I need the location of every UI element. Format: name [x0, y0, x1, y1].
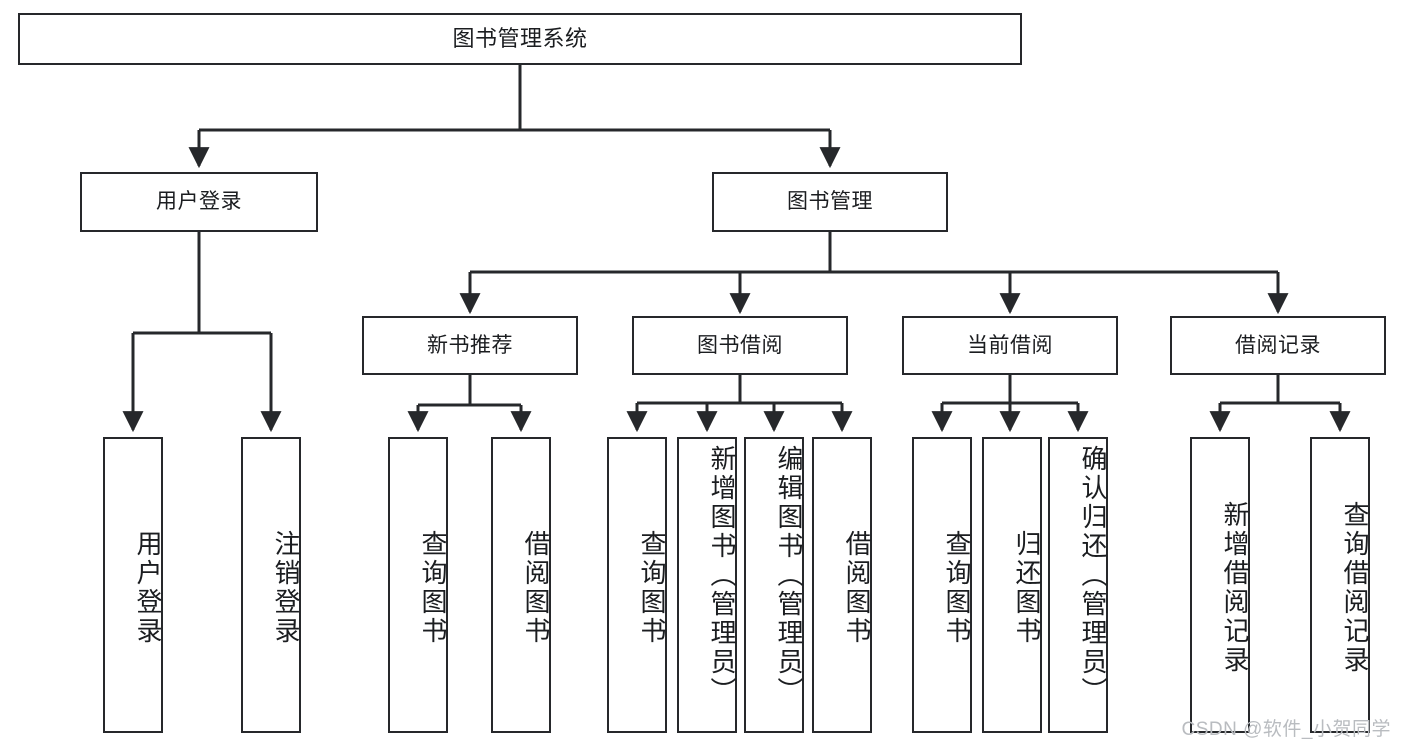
leaf-query-borrow-record[interactable]: 查询借阅记录 [1310, 437, 1370, 733]
node-label: 确认归还（管理员） [1078, 445, 1108, 706]
leaf-add-borrow-record[interactable]: 新增借阅记录 [1190, 437, 1250, 733]
node-label: 查询借阅记录 [1340, 501, 1370, 675]
node-label: 用户登录 [156, 190, 242, 214]
leaf-logout[interactable]: 注销登录 [241, 437, 301, 733]
leaf-query-book-current[interactable]: 查询图书 [912, 437, 972, 733]
watermark: CSDN @软件_小贺同学 [1181, 719, 1391, 740]
node-root-system[interactable]: 图书管理系统 [18, 13, 1022, 65]
leaf-edit-book-admin[interactable]: 编辑图书（管理员） [744, 437, 804, 733]
node-label: 查询图书 [418, 530, 448, 646]
node-new-book-recommend[interactable]: 新书推荐 [362, 316, 578, 375]
node-label: 借阅图书 [521, 530, 551, 646]
node-label: 借阅记录 [1235, 333, 1321, 357]
node-label: 查询图书 [942, 530, 972, 646]
node-label: 用户登录 [133, 530, 163, 646]
node-label: 归还图书 [1012, 530, 1042, 646]
node-label: 查询图书 [637, 530, 667, 646]
leaf-return-book[interactable]: 归还图书 [982, 437, 1042, 733]
node-label: 注销登录 [271, 530, 301, 646]
leaf-confirm-return-admin[interactable]: 确认归还（管理员） [1048, 437, 1108, 733]
node-label: 图书借阅 [697, 333, 783, 357]
leaf-query-book-rec[interactable]: 查询图书 [388, 437, 448, 733]
node-label: 新增图书（管理员） [707, 445, 737, 706]
node-current-borrow[interactable]: 当前借阅 [902, 316, 1118, 375]
leaf-add-book-admin[interactable]: 新增图书（管理员） [677, 437, 737, 733]
node-user-login[interactable]: 用户登录 [80, 172, 318, 232]
node-label: 借阅图书 [842, 530, 872, 646]
leaf-borrow-book[interactable]: 借阅图书 [812, 437, 872, 733]
leaf-user-login[interactable]: 用户登录 [103, 437, 163, 733]
node-borrow-record[interactable]: 借阅记录 [1170, 316, 1386, 375]
leaf-borrow-book-rec[interactable]: 借阅图书 [491, 437, 551, 733]
node-label: 新增借阅记录 [1220, 501, 1250, 675]
leaf-query-book-borrow[interactable]: 查询图书 [607, 437, 667, 733]
node-book-borrow[interactable]: 图书借阅 [632, 316, 848, 375]
node-book-management[interactable]: 图书管理 [712, 172, 948, 232]
node-label: 图书管理系统 [452, 25, 588, 51]
node-label: 新书推荐 [427, 333, 513, 357]
node-label: 编辑图书（管理员） [774, 445, 804, 706]
node-label: 当前借阅 [967, 333, 1053, 357]
node-label: 图书管理 [787, 190, 873, 214]
